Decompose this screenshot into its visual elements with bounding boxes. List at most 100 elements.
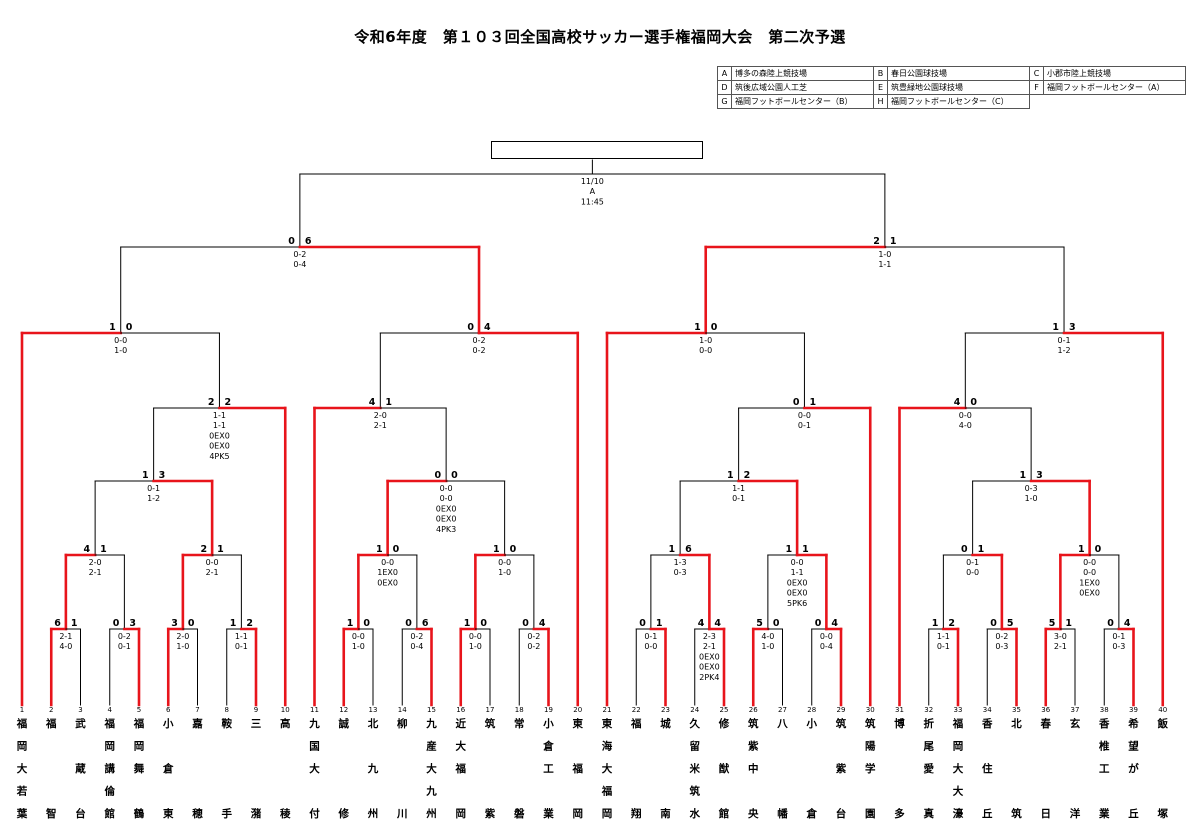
team-name-char: 産 bbox=[426, 740, 437, 753]
match-detail: 0-2 bbox=[472, 346, 485, 355]
match-detail: 0-0 bbox=[440, 494, 453, 503]
team-name-char: 南 bbox=[660, 807, 671, 820]
match-detail: 0EX0 bbox=[1079, 589, 1100, 598]
team-name-char: 大 bbox=[309, 762, 320, 775]
team-name-char: 香 bbox=[1098, 717, 1110, 730]
team-seed-number: 1 bbox=[20, 706, 24, 714]
team-seed-number: 39 bbox=[1129, 706, 1138, 714]
match-detail: 0EX0 bbox=[787, 578, 808, 587]
match-detail: 2-0 bbox=[374, 411, 387, 420]
team-name-char: 州 bbox=[367, 808, 379, 820]
match-detail: 2-3 bbox=[703, 632, 716, 641]
team-seed-number: 37 bbox=[1071, 706, 1080, 714]
team-name-char: 州 bbox=[425, 808, 437, 820]
score-left: 0 bbox=[435, 470, 442, 481]
team-name-char: 塚 bbox=[1158, 807, 1169, 820]
score-right: 1 bbox=[890, 236, 897, 247]
team-name-char: 手 bbox=[222, 807, 233, 820]
team-seed-number: 27 bbox=[778, 706, 787, 714]
match-detail: 0-3 bbox=[1025, 484, 1038, 493]
score-right: 1 bbox=[978, 544, 985, 555]
match-detail: 0-4 bbox=[820, 642, 833, 651]
venue-code: H bbox=[873, 94, 888, 109]
score-right: 6 bbox=[685, 544, 692, 555]
team-name-char: 倉 bbox=[542, 740, 554, 753]
match-detail: 0EX0 bbox=[699, 663, 720, 672]
team-name-char: 久 bbox=[689, 717, 701, 730]
team-name-char: 嘉 bbox=[191, 717, 203, 730]
team-name-char: 紫 bbox=[836, 762, 847, 775]
team-name-char: 小 bbox=[162, 717, 174, 730]
team-seed-number: 33 bbox=[954, 706, 963, 714]
team-name-char: 米 bbox=[689, 762, 701, 775]
team-name-char: 倉 bbox=[162, 762, 174, 775]
score-left: 0 bbox=[793, 397, 800, 408]
score-left: 1 bbox=[493, 544, 500, 555]
team-seed-number: 40 bbox=[1158, 706, 1167, 714]
team-name-char: 館 bbox=[718, 807, 730, 820]
team-name-char: 春 bbox=[1041, 717, 1052, 730]
team-name-char: 中 bbox=[748, 762, 759, 775]
team-name-char: 東 bbox=[163, 807, 174, 820]
team-name-char: 倉 bbox=[806, 807, 818, 820]
team-seed-number: 18 bbox=[515, 706, 524, 714]
final-info: A bbox=[590, 187, 596, 196]
score-left: 0 bbox=[1107, 618, 1114, 629]
team-seed-number: 13 bbox=[369, 706, 378, 714]
team-name-char: 岡 bbox=[456, 808, 467, 820]
team-name-char: 舞 bbox=[133, 762, 145, 775]
team-seed-number: 3 bbox=[78, 706, 82, 714]
match-detail: 1-1 bbox=[937, 632, 950, 641]
score-left: 2 bbox=[208, 397, 215, 408]
match-detail: 0-3 bbox=[1112, 642, 1125, 651]
team-name-char: 三 bbox=[251, 718, 262, 730]
score-left: 0 bbox=[288, 236, 295, 247]
match-detail: 1-0 bbox=[114, 346, 127, 355]
match-detail: 1-0 bbox=[352, 642, 365, 651]
match-detail: 2-1 bbox=[703, 642, 716, 651]
team-name-char: 希 bbox=[1127, 717, 1139, 730]
score-right: 0 bbox=[773, 618, 780, 629]
match-detail: 0-2 bbox=[410, 632, 423, 641]
team-name-char: 筑 bbox=[835, 717, 847, 730]
score-right: 5 bbox=[1007, 618, 1014, 629]
team-seed-number: 6 bbox=[166, 706, 171, 714]
match-detail: 5PK6 bbox=[787, 599, 807, 608]
match-detail: 0-0 bbox=[1083, 558, 1096, 567]
score-right: 0 bbox=[126, 322, 133, 333]
score-left: 1 bbox=[347, 618, 354, 629]
team-name-char: 館 bbox=[104, 807, 116, 820]
team-name-char: 大 bbox=[456, 740, 467, 753]
venue-name: 福岡フットボールセンター（C） bbox=[887, 94, 1030, 109]
match-detail: 1EX0 bbox=[1079, 578, 1100, 587]
team-seed-number: 19 bbox=[544, 706, 553, 714]
team-name-char: 磐 bbox=[514, 807, 525, 820]
score-right: 0 bbox=[188, 618, 195, 629]
team-seed-number: 36 bbox=[1041, 706, 1050, 714]
match-detail: 0-0 bbox=[959, 411, 972, 420]
team-name-char: 智 bbox=[45, 807, 57, 820]
team-name-char: 福 bbox=[16, 717, 28, 730]
match-detail: 0-1 bbox=[732, 494, 745, 503]
score-right: 4 bbox=[831, 618, 838, 629]
match-detail: 0-2 bbox=[472, 336, 485, 345]
team-seed-number: 2 bbox=[49, 706, 53, 714]
score-left: 1 bbox=[669, 544, 676, 555]
score-left: 0 bbox=[113, 618, 120, 629]
team-name-char: 近 bbox=[456, 717, 467, 730]
team-name-char: 筑 bbox=[747, 717, 759, 730]
page-title: 令和6年度 第１０３回全国高校サッカー選手権福岡大会 第二次予選 bbox=[354, 28, 846, 46]
team-seed-number: 10 bbox=[281, 706, 290, 714]
team-name-char: 海 bbox=[602, 740, 613, 753]
team-name-char: 小 bbox=[542, 717, 554, 730]
match-detail: 2-0 bbox=[176, 632, 189, 641]
champion-box bbox=[491, 141, 703, 159]
team-name-char: 東 bbox=[602, 717, 613, 730]
match-detail: 0-0 bbox=[644, 642, 657, 651]
team-name-char: 水 bbox=[689, 807, 701, 820]
score-left: 0 bbox=[815, 618, 822, 629]
team-name-char: 多 bbox=[894, 807, 905, 820]
score-left: 1 bbox=[109, 322, 116, 333]
team-name-char: 武 bbox=[75, 717, 86, 730]
score-left: 0 bbox=[961, 544, 968, 555]
